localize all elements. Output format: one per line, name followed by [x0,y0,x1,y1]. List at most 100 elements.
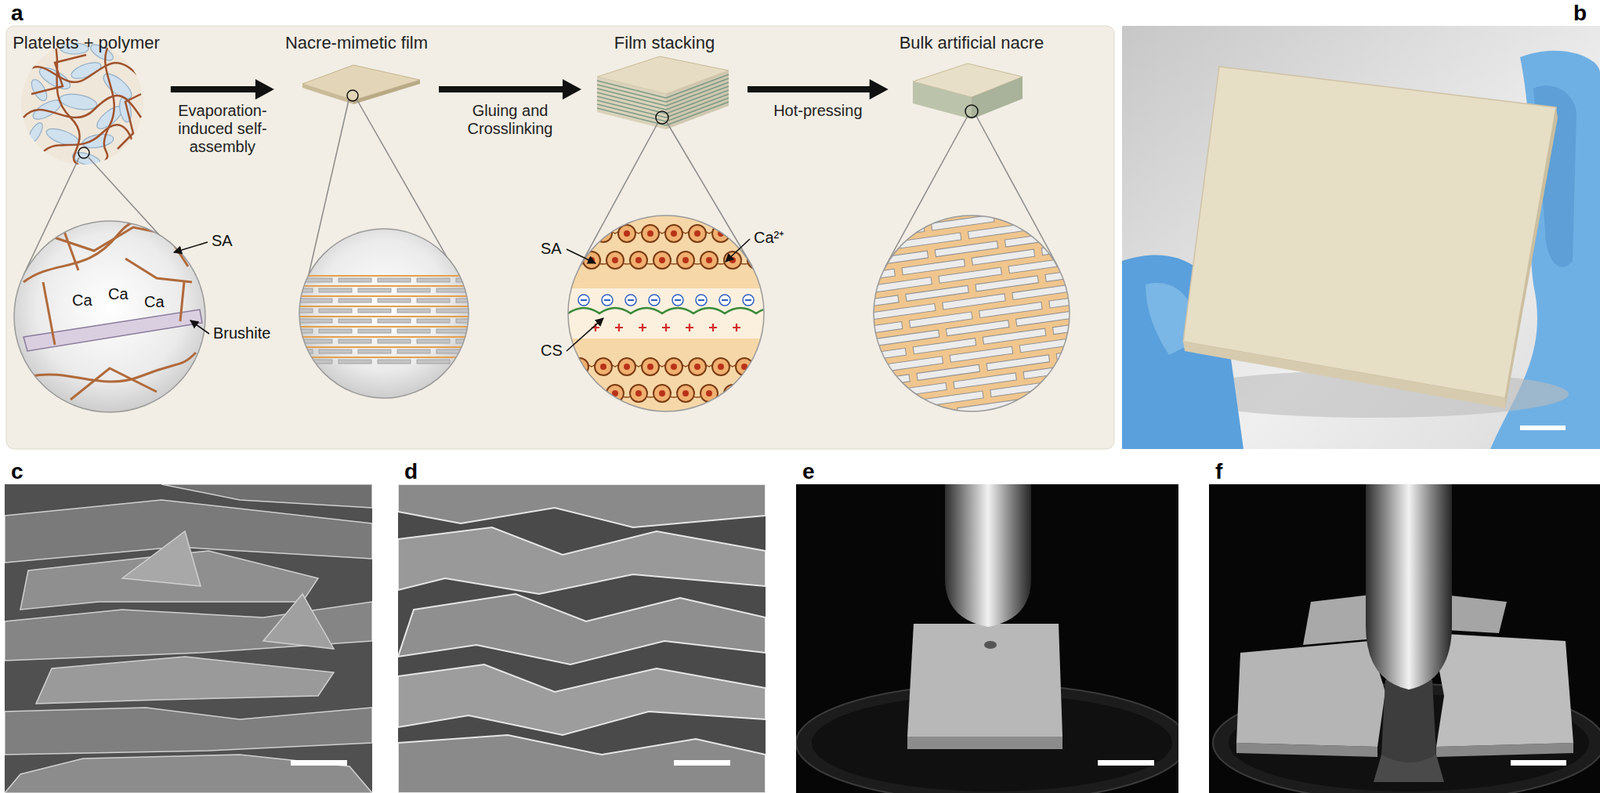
zoom-circle-3 [676,251,695,269]
film-stack [597,100,667,118]
sem-image [398,484,766,793]
zoom-circle-2 [318,349,352,354]
zoom-circle-3 [594,358,612,376]
zoom-circle-4 [1049,292,1112,308]
step-label: Evaporation-induced self-assembly [170,101,275,156]
platelet-polymer-blob [31,54,87,95]
component-label: Ca [108,285,129,303]
zoom-circle-3 [568,288,764,339]
zoom-circle-4 [788,172,1162,453]
zoom-circle-4 [975,275,1039,292]
zoom-circle-3 [578,294,590,306]
zoom-circle-3 [611,257,619,264]
platelet-polymer-blob [117,94,142,149]
zoom-cone [78,147,90,159]
zoom-circle-2 [318,308,352,313]
thin-film [302,83,354,105]
leader-line [173,238,750,352]
sem-image [398,484,766,793]
component-label: SA [211,231,233,250]
indentation-photo [1365,484,1452,690]
zoom-circle-1 [23,220,189,283]
zoom-circle-4 [836,295,899,312]
film-stack [666,70,729,130]
zoom-circle-3 [712,358,730,376]
zoom-circle-4 [909,311,973,328]
zoom-circle-3 [627,299,634,301]
zoom-circle-4 [883,382,947,399]
zoom-circle-4 [814,392,877,409]
zoom-circle-2 [416,298,450,303]
zoom-circle-3 [672,294,684,306]
zoom-circle-3 [580,299,587,301]
photo-panel [1520,425,1566,431]
zoom-circle-3 [629,251,648,269]
zoom-circle-4 [920,390,984,407]
zoom-circle-4 [953,372,1017,389]
zoom-circle-4 [894,206,958,222]
zoom-circle-2 [279,308,313,313]
zoom-circle-4 [945,320,1009,337]
component-label: Ca²⁺ [753,228,785,247]
zoom-circle-2 [279,228,489,399]
photo-panel [1122,25,1600,449]
zoom-circle-4 [957,399,1021,416]
indentation-photo [796,484,1188,793]
photo-panel [1183,341,1506,409]
sem-image [398,664,766,735]
indentation-photo [1510,760,1567,766]
zoom-circle-4 [923,417,987,434]
platelet-polymer-blob [117,96,133,124]
zoom-circle-4 [795,260,858,277]
zoom-circle-3 [665,323,667,332]
zoom-circle-4 [967,222,1031,239]
flow-arrow [255,79,275,100]
zoom-circle-3 [747,384,765,402]
zoom-circle-4 [1019,336,1083,353]
film-stack [597,76,667,130]
thin-film [353,79,420,105]
platelet-polymer-blob [81,132,115,151]
zoom-circle-3 [588,390,595,397]
sem-image [290,760,348,766]
zoom-circle-3 [752,390,760,397]
platelet-polymer-blob [23,95,142,118]
zoom-circle-3 [568,215,764,412]
sem-image [36,656,334,704]
process-step: Nacre-mimetic film [278,29,435,149]
leader-line [190,320,210,334]
zoom-circle-4 [1056,344,1119,361]
zoom-circle-4 [990,381,1054,398]
zoom-circle-4 [865,250,928,267]
platelet-polymer-blob [99,69,135,103]
zoom-circle-3 [582,384,601,402]
zoom-circle-4 [942,293,1006,310]
zoom-circle-2 [397,349,431,354]
indentation-photo [1432,633,1574,747]
platelet-polymer-blob [23,43,142,165]
zoom-circle-2 [338,318,372,323]
sem-image [398,593,766,665]
thin-film [302,65,420,101]
flow-arrow [869,79,889,100]
process-step: Platelets + polymer [6,29,167,149]
bulk-block [912,81,972,120]
zoom-circle-4 [934,241,998,258]
zoom-circle-2 [358,288,391,293]
zoom-circle-3 [729,390,736,397]
zoom-circle-4 [850,401,914,417]
zoom-circle-3 [641,358,659,376]
zoom-circle-3 [688,323,691,332]
zoom-circle-4 [1060,371,1123,388]
component-label: SA [540,239,562,258]
zoom-circle-4 [912,338,976,355]
zoom-circle-2 [297,285,471,287]
zoom-circle-3 [647,363,654,370]
zoom-circle-1 [23,220,196,400]
zoom-circle-2 [397,329,431,334]
zoom-circle-2 [377,318,411,323]
zoom-circle-3 [635,257,642,264]
platelet-polymer-blob [25,120,45,146]
zoom-circle-4 [843,347,906,364]
zoom-circle-2 [297,315,471,318]
